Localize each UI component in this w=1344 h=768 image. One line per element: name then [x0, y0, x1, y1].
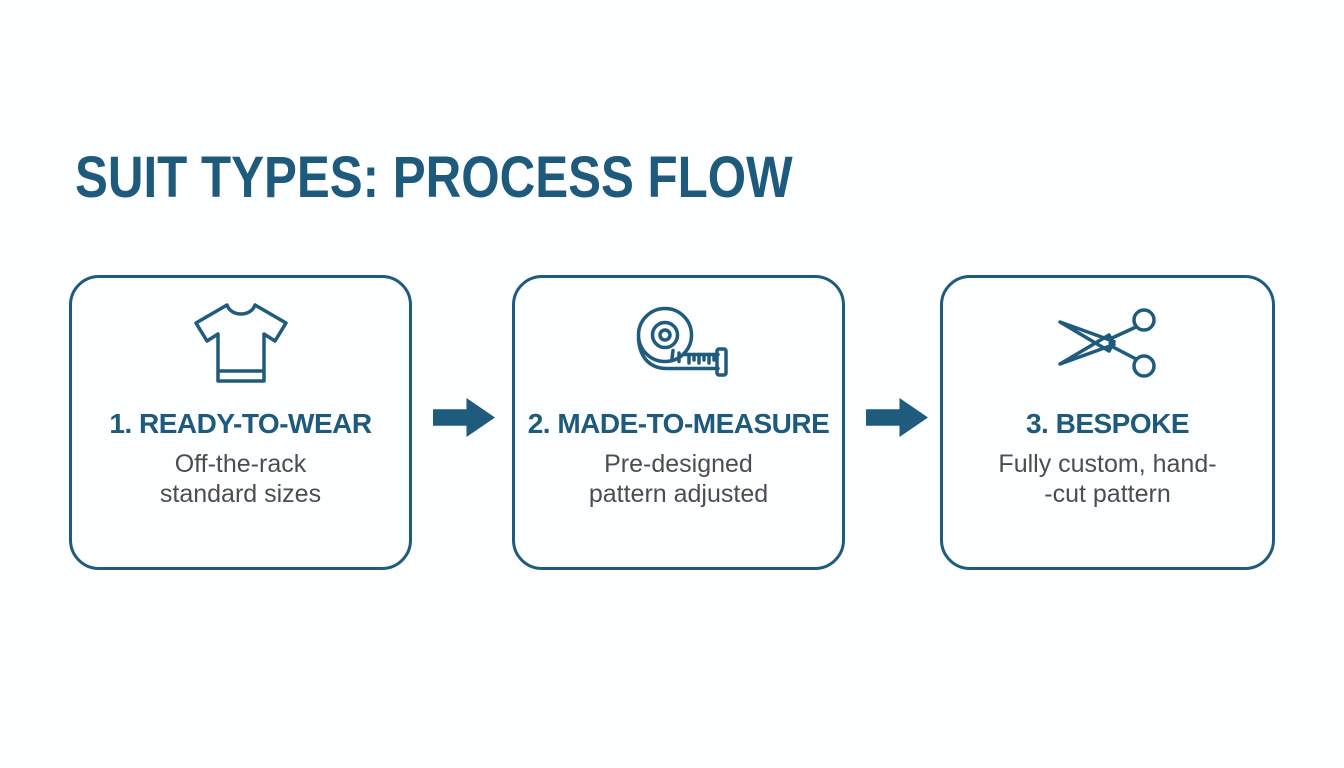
step-description: Fully custom, hand- -cut pattern [998, 449, 1216, 509]
step-card-bespoke: 3. BESPOKE Fully custom, hand- -cut patt… [940, 275, 1275, 570]
description-line: Pre-designed [604, 450, 753, 478]
step-description: Off-the-rack standard sizes [160, 449, 321, 509]
step-heading: 1. READY-TO-WEAR [109, 408, 372, 439]
page-title: SUIT TYPES: PROCESS FLOW [75, 145, 793, 210]
step-heading: 3. BESPOKE [1025, 408, 1190, 439]
step-card-ready-to-wear: 1. READY-TO-WEAR Off-the-rack standard s… [69, 275, 412, 570]
step-heading: 2. MADE-TO-MEASURE [527, 408, 830, 439]
description-line: -cut pattern [1044, 480, 1171, 508]
description-line: pattern adjusted [588, 480, 769, 508]
description-line: Fully custom, hand- [998, 450, 1217, 478]
measuring-tape-icon [627, 300, 731, 386]
arrow-right-icon [433, 398, 495, 437]
step-card-made-to-measure: 2. MADE-TO-MEASURE Pre-designed pattern … [512, 275, 845, 570]
description-line: Off-the-rack [174, 450, 307, 478]
step-description: Pre-designed pattern adjusted [589, 449, 768, 509]
arrow-right-icon [866, 398, 928, 437]
tshirt-icon [193, 300, 289, 386]
scissors-icon [1056, 300, 1160, 386]
description-line: standard sizes [159, 480, 322, 508]
